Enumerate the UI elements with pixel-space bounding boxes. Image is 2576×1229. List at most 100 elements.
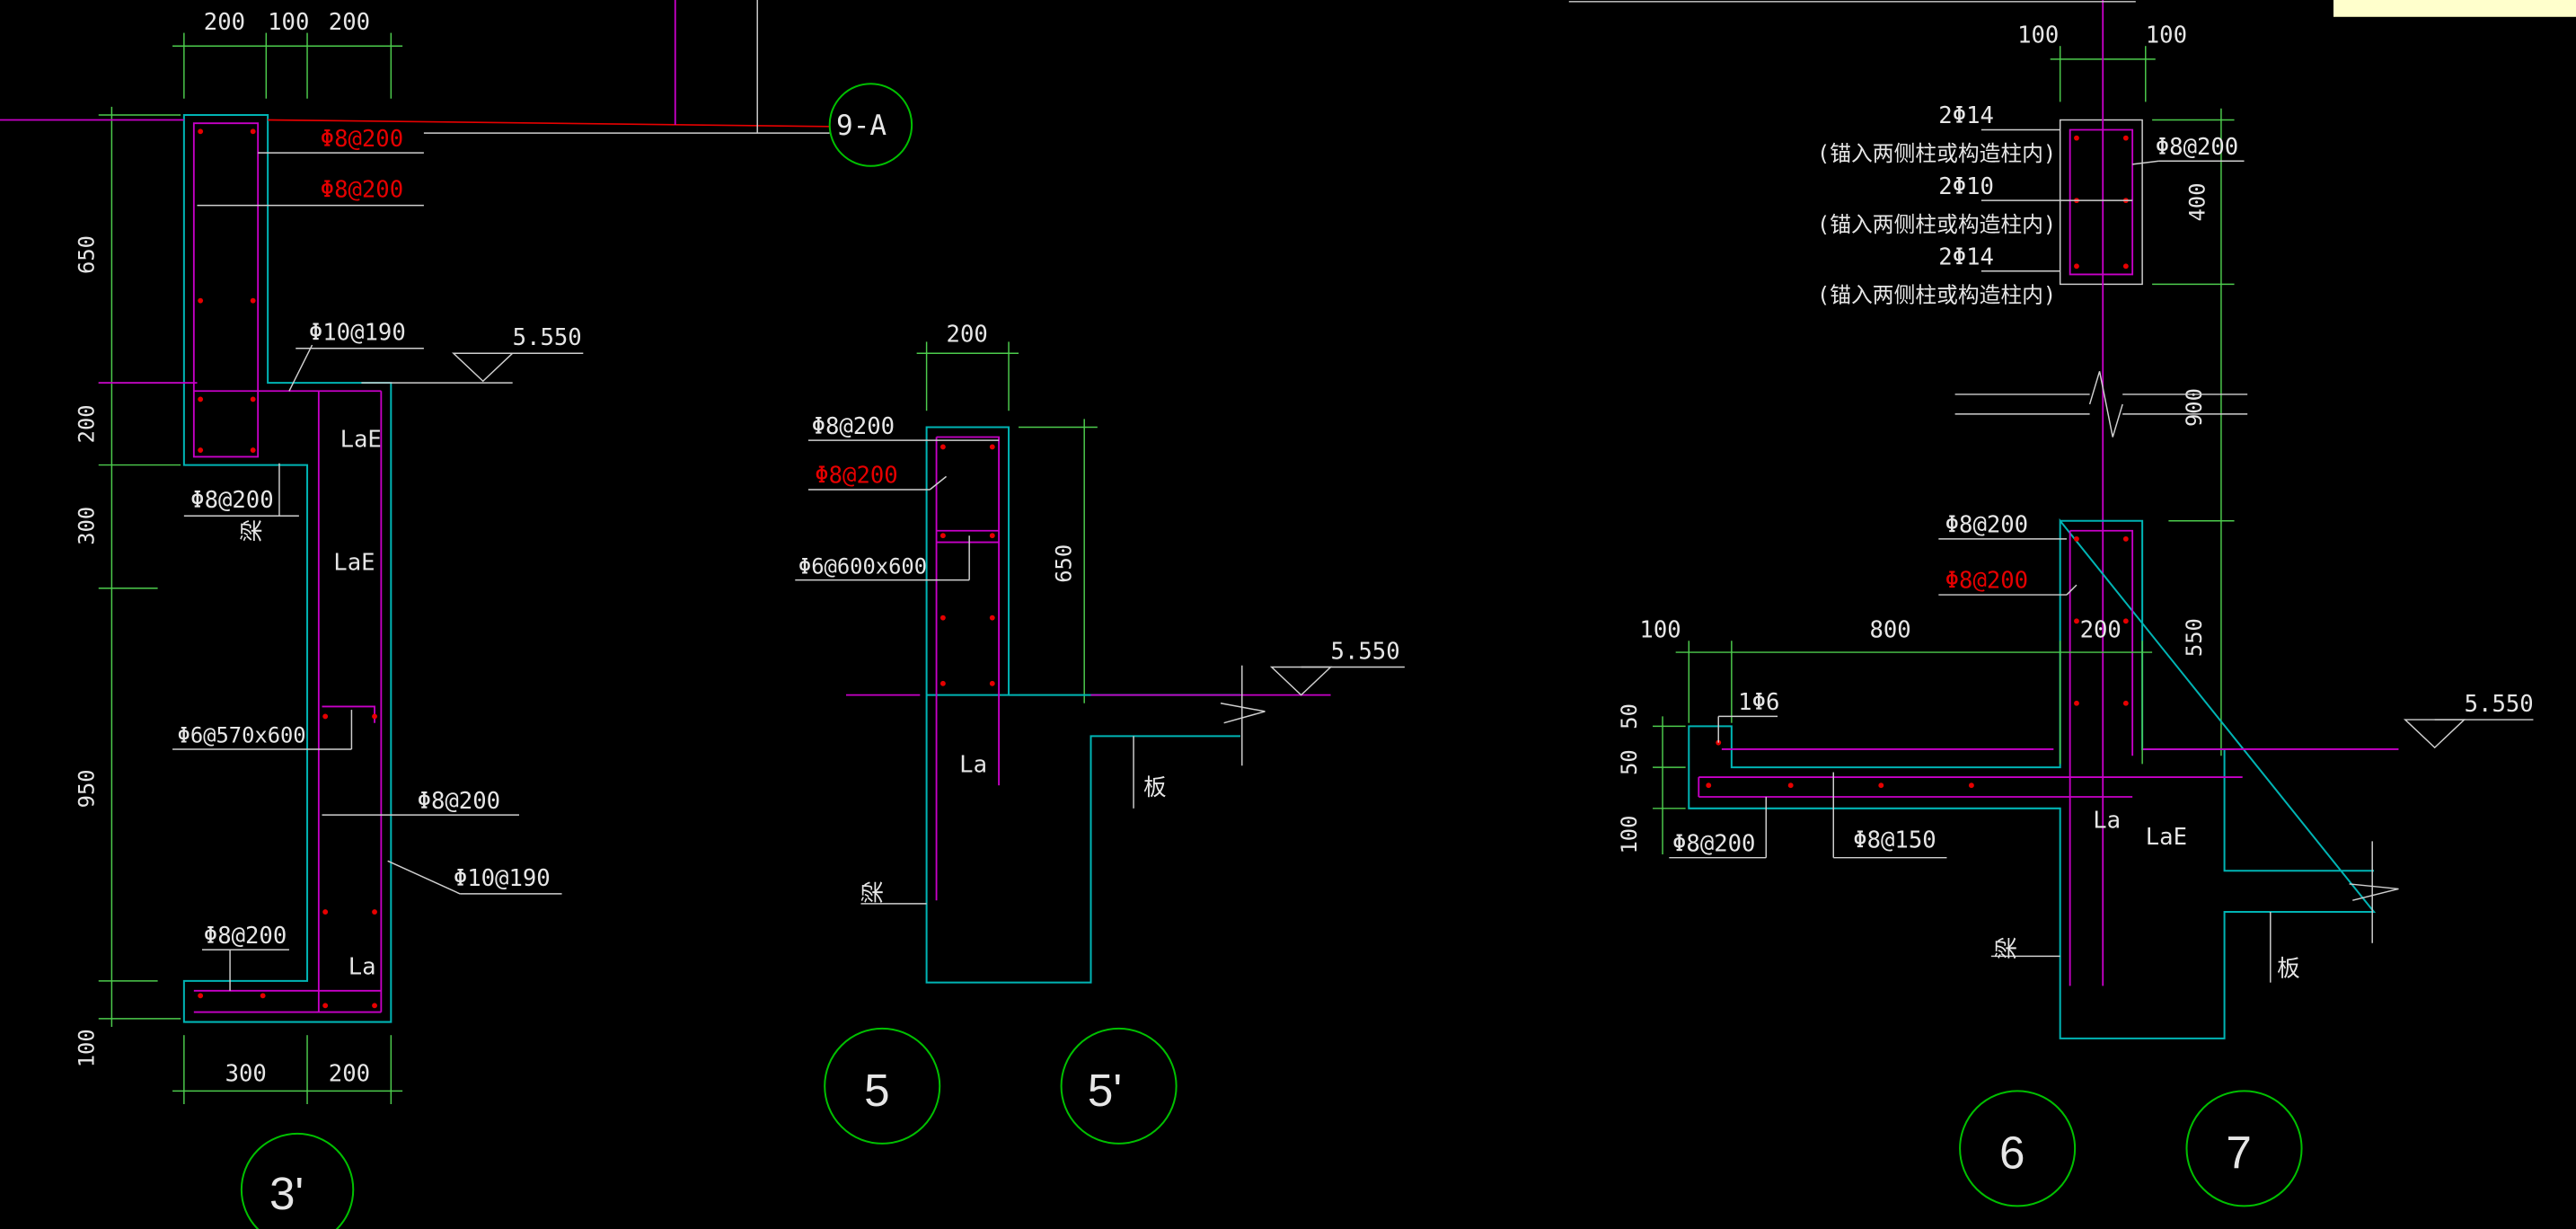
d3p-concrete-outline bbox=[182, 114, 393, 1023]
callout-5prime-label: 5' bbox=[1088, 1065, 1122, 1116]
d6-slab-label: 板 bbox=[2277, 955, 2300, 982]
d5-rebar bbox=[845, 436, 1331, 901]
d3p-dim-950: 950 bbox=[74, 769, 99, 808]
d6-dim-100-a: 100 bbox=[2017, 22, 2059, 49]
d3p-elevation-label: 5.550 bbox=[513, 324, 582, 351]
d3p-rebar-mid-label: Φ8@200 bbox=[190, 487, 273, 514]
d6-lower-dimensions bbox=[1653, 641, 2153, 855]
d5-slab-label: 板 bbox=[1143, 774, 1167, 801]
callout-3prime[interactable]: 3' bbox=[240, 1132, 355, 1229]
d6-rebar-150-label: Φ8@150 bbox=[1853, 827, 1936, 854]
d6-dim-50-a: 50 bbox=[1617, 703, 1642, 729]
d6-anchor2-label: (锚入两侧柱或构造柱内) bbox=[1817, 212, 2056, 237]
d3p-dim-100-left: 100 bbox=[74, 1029, 99, 1067]
d5-concrete-outline bbox=[925, 426, 1240, 984]
callout-5[interactable]: 5 bbox=[824, 1027, 941, 1145]
d6-dim-100: 100 bbox=[1639, 617, 1681, 644]
d6-stirrup-label: Φ8@200 bbox=[2156, 134, 2238, 161]
d6-lae-label: LaE bbox=[2146, 824, 2187, 851]
d6-anchor1-label: (锚入两侧柱或构造柱内) bbox=[1817, 141, 2056, 166]
callout-6[interactable]: 6 bbox=[1959, 1090, 2077, 1207]
d3p-dim-650: 650 bbox=[74, 235, 99, 274]
d3p-section-ref-lines bbox=[268, 0, 830, 134]
d3p-rebar-side2-label: Φ10@190 bbox=[454, 865, 551, 892]
d6-top-bar1-label: 2Φ14 bbox=[1938, 102, 1994, 129]
d6-rebar2-label: Φ8@200 bbox=[1945, 568, 2028, 595]
d6-dim-400: 400 bbox=[2185, 182, 2210, 221]
d5-dim-650: 650 bbox=[1052, 544, 1077, 583]
d3p-leaders bbox=[172, 152, 562, 991]
callout-3prime-label: 3' bbox=[269, 1168, 304, 1219]
d6-anchor3-label: (锚入两侧柱或构造柱内) bbox=[1817, 283, 2056, 308]
d3p-bottom-dimensions: 300 200 bbox=[172, 1035, 403, 1105]
d6-beam-label: 梁 bbox=[1993, 936, 2020, 959]
d6-dim-100-b: 100 bbox=[2146, 22, 2187, 49]
d3p-dim-300: 300 bbox=[225, 1060, 267, 1087]
d5-dim-200: 200 bbox=[947, 321, 988, 348]
d5-elevation-label: 5.550 bbox=[1331, 638, 1400, 665]
d5-beam-label: 梁 bbox=[860, 880, 887, 904]
detail-6: 100 100 400 900 550 bbox=[1617, 0, 2534, 1207]
d6-dim-100-left: 100 bbox=[1617, 816, 1642, 854]
d5-dimensions: 200 650 bbox=[916, 321, 1098, 703]
section-ref-9a-label: 9-A bbox=[836, 110, 887, 142]
d6-top-bar-annotations bbox=[1981, 128, 2245, 272]
detail-3prime: 200 100 200 650 200 300 950 100 300 200 bbox=[0, 0, 913, 1229]
d6-top-bar2-label: 2Φ10 bbox=[1938, 173, 1994, 200]
d6-break-line bbox=[1954, 371, 2248, 438]
callout-7[interactable]: 7 bbox=[2185, 1090, 2303, 1207]
callout-6-label: 6 bbox=[1999, 1127, 2025, 1178]
d6-rebar1-label: Φ8@200 bbox=[1945, 512, 2028, 539]
detail-5: 200 650 bbox=[795, 321, 1405, 1145]
d6-elevation-label: 5.550 bbox=[2465, 691, 2534, 718]
section-ref-9a[interactable]: 9-A bbox=[828, 83, 913, 167]
d3p-rebar-side-label: Φ8@200 bbox=[418, 788, 500, 815]
d3p-rebar-top1-label: Φ8@200 bbox=[321, 126, 403, 153]
d6-right-dimensions: 400 900 550 bbox=[2152, 108, 2235, 756]
d3p-la-label: La bbox=[348, 954, 376, 981]
d5-elevation-marker: 5.550 bbox=[1269, 638, 1405, 696]
d6-1phi6-label: 1Φ6 bbox=[1738, 689, 1779, 716]
d6-rebar bbox=[1698, 529, 2399, 986]
d6-elevation-marker: 5.550 bbox=[2403, 691, 2534, 749]
d6-leaders bbox=[1669, 538, 2399, 983]
d3p-dim-200-b: 200 bbox=[329, 9, 370, 36]
d3p-elevation-marker: 5.550 bbox=[451, 324, 584, 383]
d3p-rebar-stirrup-label: Φ10@190 bbox=[309, 320, 406, 347]
d5-rebar1-label: Φ8@200 bbox=[812, 413, 895, 440]
d3p-dim-200-left: 200 bbox=[74, 404, 99, 443]
d3p-top-dimensions: 200 100 200 bbox=[172, 9, 403, 99]
d3p-rebar-dots bbox=[198, 128, 377, 1009]
d5-leaders bbox=[795, 439, 1266, 905]
callout-5prime[interactable]: 5' bbox=[1060, 1027, 1178, 1145]
d5-tie-label: Φ6@600x600 bbox=[798, 553, 927, 579]
d3p-dim-200-bottom: 200 bbox=[329, 1060, 370, 1087]
d3p-rebar-top2-label: Φ8@200 bbox=[321, 176, 403, 203]
d3p-left-dimensions: 650 200 300 950 100 bbox=[74, 106, 181, 1067]
tooltip-panel bbox=[2333, 0, 2576, 17]
d3p-rebar bbox=[0, 119, 383, 1013]
d3p-tie-label: Φ6@570x600 bbox=[178, 723, 306, 748]
d3p-lae-label-1: LaE bbox=[340, 426, 382, 453]
d5-rebar2-label: Φ8@200 bbox=[815, 463, 897, 490]
d3p-dim-200-a: 200 bbox=[204, 9, 245, 36]
d6-la-label: La bbox=[2093, 808, 2121, 835]
d6-dim-50-b: 50 bbox=[1617, 749, 1642, 775]
d5-la-label: La bbox=[959, 752, 987, 779]
d6-concrete-outline bbox=[1688, 517, 2377, 1039]
d3p-dim-300-left: 300 bbox=[74, 507, 99, 545]
d6-dim-550: 550 bbox=[2182, 618, 2207, 657]
d6-dim-800: 800 bbox=[1869, 617, 1910, 644]
d6-beam-section bbox=[2059, 0, 2143, 986]
callout-7-label: 7 bbox=[2226, 1127, 2251, 1178]
d3p-lae-label-2: LaE bbox=[333, 550, 375, 577]
d3p-dim-100: 100 bbox=[268, 9, 309, 36]
d6-top-bar3-label: 2Φ14 bbox=[1938, 243, 1994, 270]
d6-top-dimensions: 100 100 bbox=[2017, 22, 2187, 102]
callout-5-label: 5 bbox=[864, 1065, 889, 1116]
d3p-rebar-bottom-label: Φ8@200 bbox=[204, 923, 287, 950]
d6-rebar-bottom-label: Φ8@200 bbox=[1672, 830, 1755, 857]
d3p-beam-label: 梁 bbox=[239, 519, 266, 543]
d6-dim-200: 200 bbox=[2080, 617, 2122, 644]
